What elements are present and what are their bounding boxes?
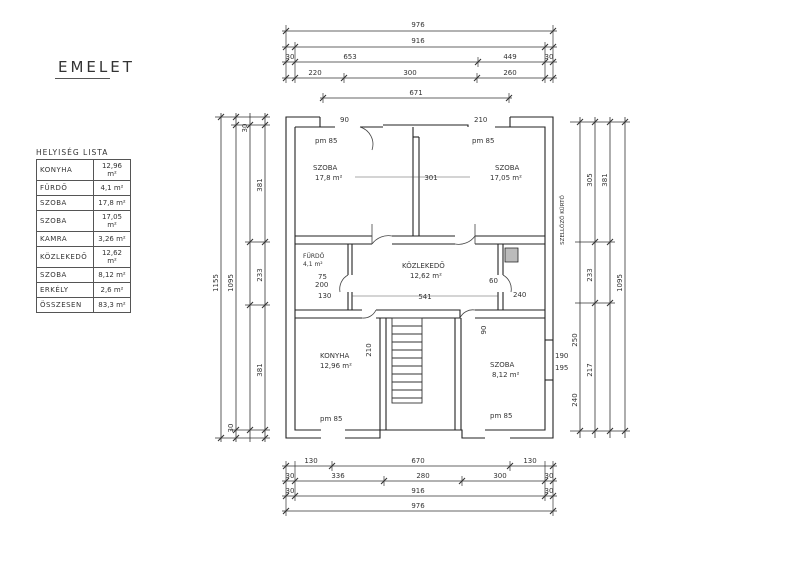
dim-75: 75 — [318, 273, 327, 281]
room-name-szoba-nw: SZOBA — [313, 164, 338, 172]
dim-60: 60 — [489, 277, 498, 285]
dim-top-seg-d: 30 — [545, 53, 554, 61]
dim-right-d: 250 — [571, 333, 579, 346]
dim-left-d: 233 — [256, 268, 264, 281]
dim-left-f: 30 — [241, 124, 249, 133]
dim-195: 195 — [555, 364, 568, 372]
room-labels: SZOBA 17,8 m² SZOBA 17,05 m² FÜRDŐ 4,1 m… — [303, 164, 522, 379]
room-area-furdo: 4,1 m² — [303, 261, 323, 268]
dim-bottom-row3-b: 30 — [545, 487, 554, 495]
room-name-szoba-ne: SZOBA — [495, 164, 520, 172]
right-dimensions — [570, 117, 630, 438]
dim-top-seg-a: 30 — [286, 53, 295, 61]
dim-240: 240 — [513, 291, 526, 299]
dim-bottom-row2-b: 336 — [331, 472, 345, 480]
dim-top-inner: 671 — [409, 89, 422, 97]
dim-top-seg-c: 449 — [503, 53, 516, 61]
dim-bottom-row2-c: 280 — [416, 472, 429, 480]
dim-bottom-row2-d: 300 — [493, 472, 506, 480]
top-dimensions — [282, 25, 557, 103]
dim-top-row3-b: 300 — [403, 69, 416, 77]
dim-210: 210 — [474, 116, 487, 124]
dim-90: 90 — [340, 116, 349, 124]
dim-left-total: 1155 — [212, 274, 220, 292]
dim-bottom-row2-a: 30 — [286, 472, 295, 480]
dim-bottom-row2-e: 30 — [545, 472, 554, 480]
room-area: 12,62 m² — [93, 246, 131, 268]
walls — [285, 116, 554, 439]
room-name-konyha: KONYHA — [320, 352, 349, 360]
room-area-kozlekedo: 12,62 m² — [410, 272, 442, 280]
door-pm85-d: pm 85 — [490, 412, 512, 420]
dim-right-total: 1095 — [616, 274, 624, 292]
dim-mid-301: 301 — [424, 174, 437, 182]
dim-right-f: 240 — [571, 393, 579, 406]
dim-left-e: 381 — [256, 363, 264, 376]
dim-mid-541: 541 — [418, 293, 431, 301]
dim-top-total-b: 916 — [411, 37, 425, 45]
door-pm85-b: pm 85 — [472, 137, 494, 145]
room-name-kozlekedo: KÖZLEKEDŐ — [402, 261, 445, 270]
left-dimensions — [215, 113, 270, 442]
dim-bottom-row4: 976 — [411, 502, 425, 510]
room-area-szoba-ne: 17,05 m² — [490, 174, 522, 182]
room-name-szoba-se: SZOBA — [490, 361, 515, 369]
dim-bottom-row1-a: 130 — [304, 457, 317, 465]
vent-label: SZELLŐZŐ KÜRTŐ — [559, 195, 566, 245]
room-area-szoba-se: 8,12 m² — [492, 371, 520, 379]
dim-bottom-row1-c: 130 — [523, 457, 536, 465]
room-name-furdo: FÜRDŐ — [303, 253, 325, 260]
vent-shaft — [504, 247, 519, 263]
vertical-dimension-labels: 1155 1095 30 381 233 381 30 1095 305 381… — [212, 124, 624, 433]
dim-top-seg-b: 653 — [343, 53, 356, 61]
dim-top-row3-a: 220 — [308, 69, 321, 77]
title-underline — [55, 78, 110, 79]
dim-right-c: 233 — [586, 268, 594, 281]
door-pm85-a: pm 85 — [315, 137, 337, 145]
room-list-title: HELYISÉG LISTA — [36, 148, 109, 157]
dim-right-a: 305 — [586, 173, 594, 186]
dim-bottom-row3: 916 — [411, 487, 425, 495]
room-area: 83,3 m² — [93, 297, 131, 313]
doors — [339, 126, 512, 319]
dimension-labels: 976 916 30 653 449 30 220 300 260 671 13… — [286, 21, 569, 510]
dim-bottom-row1-b: 670 — [411, 457, 424, 465]
bottom-dimensions — [282, 461, 557, 516]
staircase — [391, 317, 423, 404]
dim-top-row3-c: 260 — [503, 69, 516, 77]
dim-190: 190 — [555, 352, 568, 360]
dim-left-c: 381 — [256, 178, 264, 191]
dim-right-b: 381 — [601, 173, 609, 186]
dim-130: 130 — [318, 292, 331, 300]
dim-210-door: 210 — [365, 343, 373, 356]
room-area-konyha: 12,96 m² — [320, 362, 352, 370]
door-pm85-c: pm 85 — [320, 415, 342, 423]
dim-200-bath: 200 — [315, 281, 328, 289]
dim-bottom-row3-a: 30 — [286, 487, 295, 495]
dim-90-door: 90 — [480, 326, 488, 335]
dim-left-a: 1095 — [227, 274, 235, 292]
room-dividers — [352, 176, 498, 297]
room-area-szoba-nw: 17,8 m² — [315, 174, 343, 182]
plan-title: EMELET — [58, 58, 135, 76]
dim-top-total-a: 976 — [411, 21, 425, 29]
dim-right-e: 217 — [586, 363, 594, 376]
dim-left-b: 30 — [227, 424, 235, 433]
